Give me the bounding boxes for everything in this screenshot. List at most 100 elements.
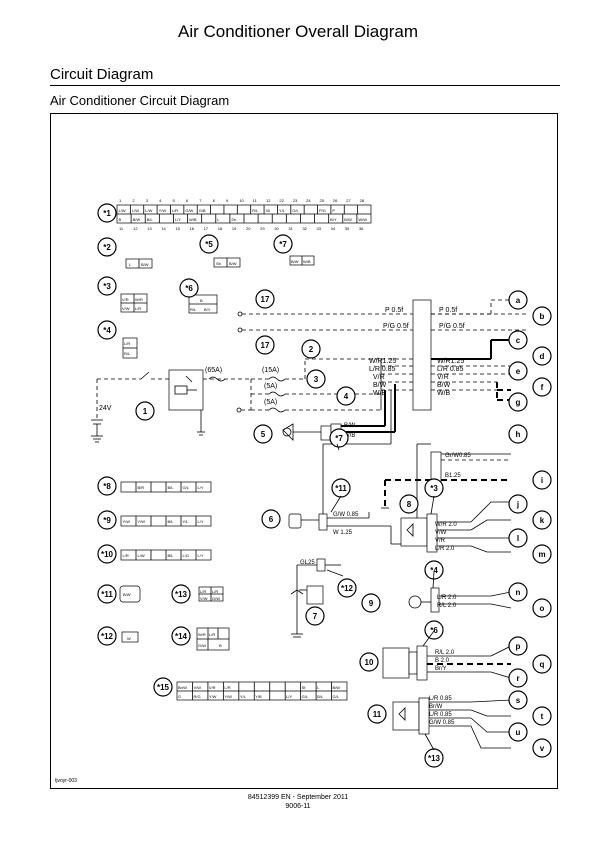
terminal-callout-label: m [538,550,545,559]
terminal-callout-label: t [541,712,544,721]
conn1-pin-number: 6 [186,198,189,203]
conn1-pin-number: 30 [274,226,279,231]
connector-4: L/R R/L [122,337,138,359]
conn1-pin-number: 25 [320,198,325,203]
conn1-cell: P/G [319,208,326,213]
c8-cell: B/L [168,485,175,490]
connector-callout [97,510,117,530]
terminal-callout [532,346,552,366]
connector-callout-label: *6 [185,284,193,293]
terminal-callout [508,636,528,656]
conn1-cell: Y/W [159,208,167,213]
terminal-callout-label: h [516,430,521,439]
component-callout [361,593,381,613]
svg-text:V/W: V/W [200,596,208,601]
connector-11: B/W [119,585,141,603]
terminal-callout-label: c [516,336,521,345]
c10-cell: L/G [183,553,189,558]
conn7-cell: B/W [291,259,299,264]
circuit-diagram-frame: .ln { stroke:#000; stroke-width:0.8; fil… [50,113,558,789]
conn1-cell: B/W [133,217,141,222]
conn1-pin-number: 8 [213,198,216,203]
c9-cell: Y/L [183,519,190,524]
svg-text:R/L: R/L [190,307,197,312]
svg-text:V/R: V/R [435,538,446,544]
conn1-pin-number: 15 [175,226,180,231]
svg-text:(5A): (5A) [264,383,277,390]
svg-text:(5A): (5A) [264,399,277,406]
connector-callout-label: *11 [101,590,113,599]
conn1-pin-number: 18 [218,226,223,231]
connector-callout [97,476,117,496]
connector-callout [97,320,117,340]
conn1-cell: L/Y [175,217,181,222]
conn15-cell: B/L [317,694,324,699]
page-footer: 84512399 EN - September 2011 9006-11 [0,793,596,811]
conn1-cell: Y/L [279,208,286,213]
terminal-callout-label: o [540,604,545,613]
svg-text:V/R: V/R [437,374,449,381]
svg-text:G/W: G/W [198,643,206,648]
connector-callout [337,578,357,598]
conn1-pin-number: 29 [260,226,265,231]
conn1-cell: L/W [132,208,139,213]
connector-callout-label: *12 [341,584,354,593]
c8-cell: G/L [183,485,190,490]
svg-text:W 1.25: W 1.25 [333,530,353,536]
terminal-callout-label: n [516,588,521,597]
svg-text:GL25: GL25 [300,560,315,566]
conn1-pin-number: 9 [226,198,229,203]
conn1-cell: L/W [119,208,126,213]
connector-2: L B/W [125,258,153,269]
conn1-pin-number: 11 [253,198,258,203]
connector-callout-label: *7 [279,240,287,249]
connector-callout-label: *4 [103,326,111,335]
conn15-cell: V/W [193,685,201,690]
terminal-callout-label: v [540,744,545,753]
svg-text:V/R: V/R [122,297,129,302]
conn2-cell: B/W [141,262,149,267]
connector-callout [424,560,444,580]
conn1-cell: G/B [199,208,206,213]
component-callout-label: 9 [369,599,374,608]
component-10-circuit: R/L 2.0 B 2.0 Br/Y [382,645,512,681]
connector-callout-label: *1 [103,209,111,218]
battery-circuit: 24V (65A) (15A) (5A) (5A) [91,358,381,443]
svg-text:B/W: B/W [373,382,387,389]
svg-text:V/R: V/R [373,374,385,381]
c10-cell: B/L [168,553,175,558]
component-callout [255,289,275,309]
conn1-pin-number: 33 [317,226,322,231]
terminal-callout-label: l [517,534,519,543]
c9-cell: Y/W [138,519,146,524]
terminal-callout-label: g [516,398,521,407]
connector-3: V/R W/R V/W L/R [120,293,148,313]
conn1-pin-number: 1 [119,198,122,203]
component-callout [367,704,387,724]
connector-callout [424,748,444,768]
conn1-pin-number: 2 [132,198,135,203]
svg-text:B/Y: B/Y [204,307,211,312]
conn1-pin-number: 26 [333,198,338,203]
svg-text:B/W: B/W [344,423,356,429]
conn7-cell: W/B [303,259,311,264]
svg-text:G/W: G/W [212,596,220,601]
connector-callout-label: *7 [335,434,343,443]
c8-cell: L/Y [198,485,204,490]
connector-callout [273,234,293,254]
c10-cell: L/R [123,553,129,558]
connector-callout-label: *3 [103,282,111,291]
conn15-cell: B/W [333,685,341,690]
component-callout-label: 7 [313,612,318,621]
connector-callout-label: *4 [430,566,438,575]
terminal-callout [508,582,528,602]
conn1-pin-number: 32 [302,226,307,231]
svg-text:W/R: W/R [135,297,143,302]
connector-callout [97,584,117,604]
component-callout-label: 17 [261,295,270,304]
component-callout-label: 17 [261,341,270,350]
c10-cell: L/W [138,553,145,558]
